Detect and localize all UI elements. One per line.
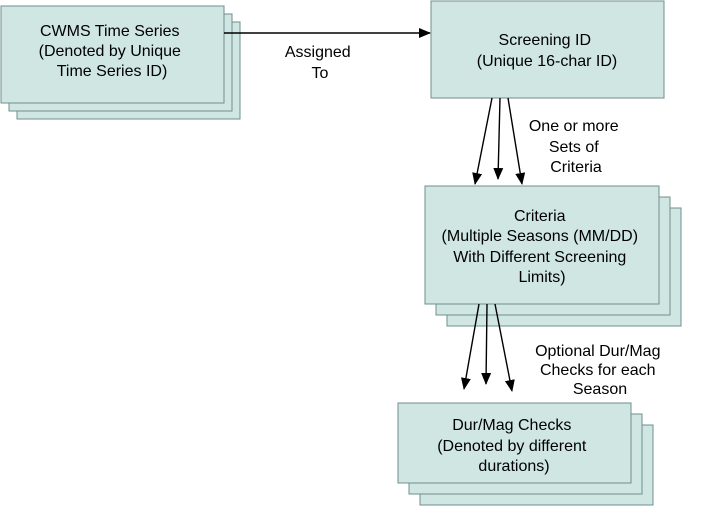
edge-optional-checks: Optional Dur/Mag Checks for each Season xyxy=(460,303,665,398)
node-label-line: With Different Screening xyxy=(453,249,626,266)
edge-label-line: Assigned xyxy=(285,44,351,61)
node-front xyxy=(397,402,632,484)
node-label-line: (Denoted by Unique xyxy=(39,43,181,60)
node-label-line: (Unique 16-char ID) xyxy=(477,53,618,70)
node-front xyxy=(424,185,660,305)
node-label-line: durations) xyxy=(478,458,549,475)
edge-arrow xyxy=(460,303,480,390)
edge-assigned-to: Assigned To xyxy=(224,28,431,82)
node-front xyxy=(0,5,225,104)
edge-label-line: Season xyxy=(573,381,627,398)
node-criteria: Criteria (Multiple Seasons (MM/DD) With … xyxy=(424,185,682,327)
edge-label: One or more Sets of Criteria xyxy=(529,118,623,176)
node-label-line: (Multiple Seasons (MM/DD) xyxy=(442,228,638,245)
edge-label-line: Criteria xyxy=(550,159,602,176)
node-label: Screening ID (Unique 16-char ID) xyxy=(477,32,618,70)
edge-label-line: One or more xyxy=(529,118,619,135)
node-label-line: Screening ID xyxy=(499,32,592,49)
node-label-line: (Denoted by different xyxy=(437,438,587,455)
edge-criteria-sets: One or more Sets of Criteria xyxy=(472,97,623,185)
edge-arrow xyxy=(493,97,504,180)
edge-label: Optional Dur/Mag Checks for each Season xyxy=(535,343,665,398)
node-cwms-time-series: CWMS Time Series (Denoted by Unique Time… xyxy=(0,5,241,120)
node-label-line: Limits) xyxy=(518,269,565,286)
edge-label-line: Optional Dur/Mag xyxy=(535,343,660,360)
edge-label: Assigned To xyxy=(285,44,355,82)
edge-label-line: To xyxy=(312,65,329,82)
node-label-line: Time Series ID) xyxy=(57,63,168,80)
node-screening-id: Screening ID (Unique 16-char ID) xyxy=(430,0,665,99)
node-label: Dur/Mag Checks (Denoted by different dur… xyxy=(437,417,591,475)
node-label-line: Criteria xyxy=(514,208,566,225)
node-front xyxy=(430,0,665,99)
edge-label-line: Checks for each xyxy=(540,362,656,379)
edge-arrow xyxy=(472,97,493,185)
node-label-line: CWMS Time Series xyxy=(40,23,180,40)
node-label: CWMS Time Series (Denoted by Unique Time… xyxy=(39,23,186,80)
edge-arrow xyxy=(494,303,515,392)
edge-arrow xyxy=(507,97,526,185)
node-label-line: Dur/Mag Checks xyxy=(452,417,571,434)
node-label: Criteria (Multiple Seasons (MM/DD) With … xyxy=(442,208,643,286)
node-dur-mag-checks: Dur/Mag Checks (Denoted by different dur… xyxy=(397,402,654,506)
edge-arrow xyxy=(481,303,492,385)
edge-label-line: Sets of xyxy=(549,139,599,156)
